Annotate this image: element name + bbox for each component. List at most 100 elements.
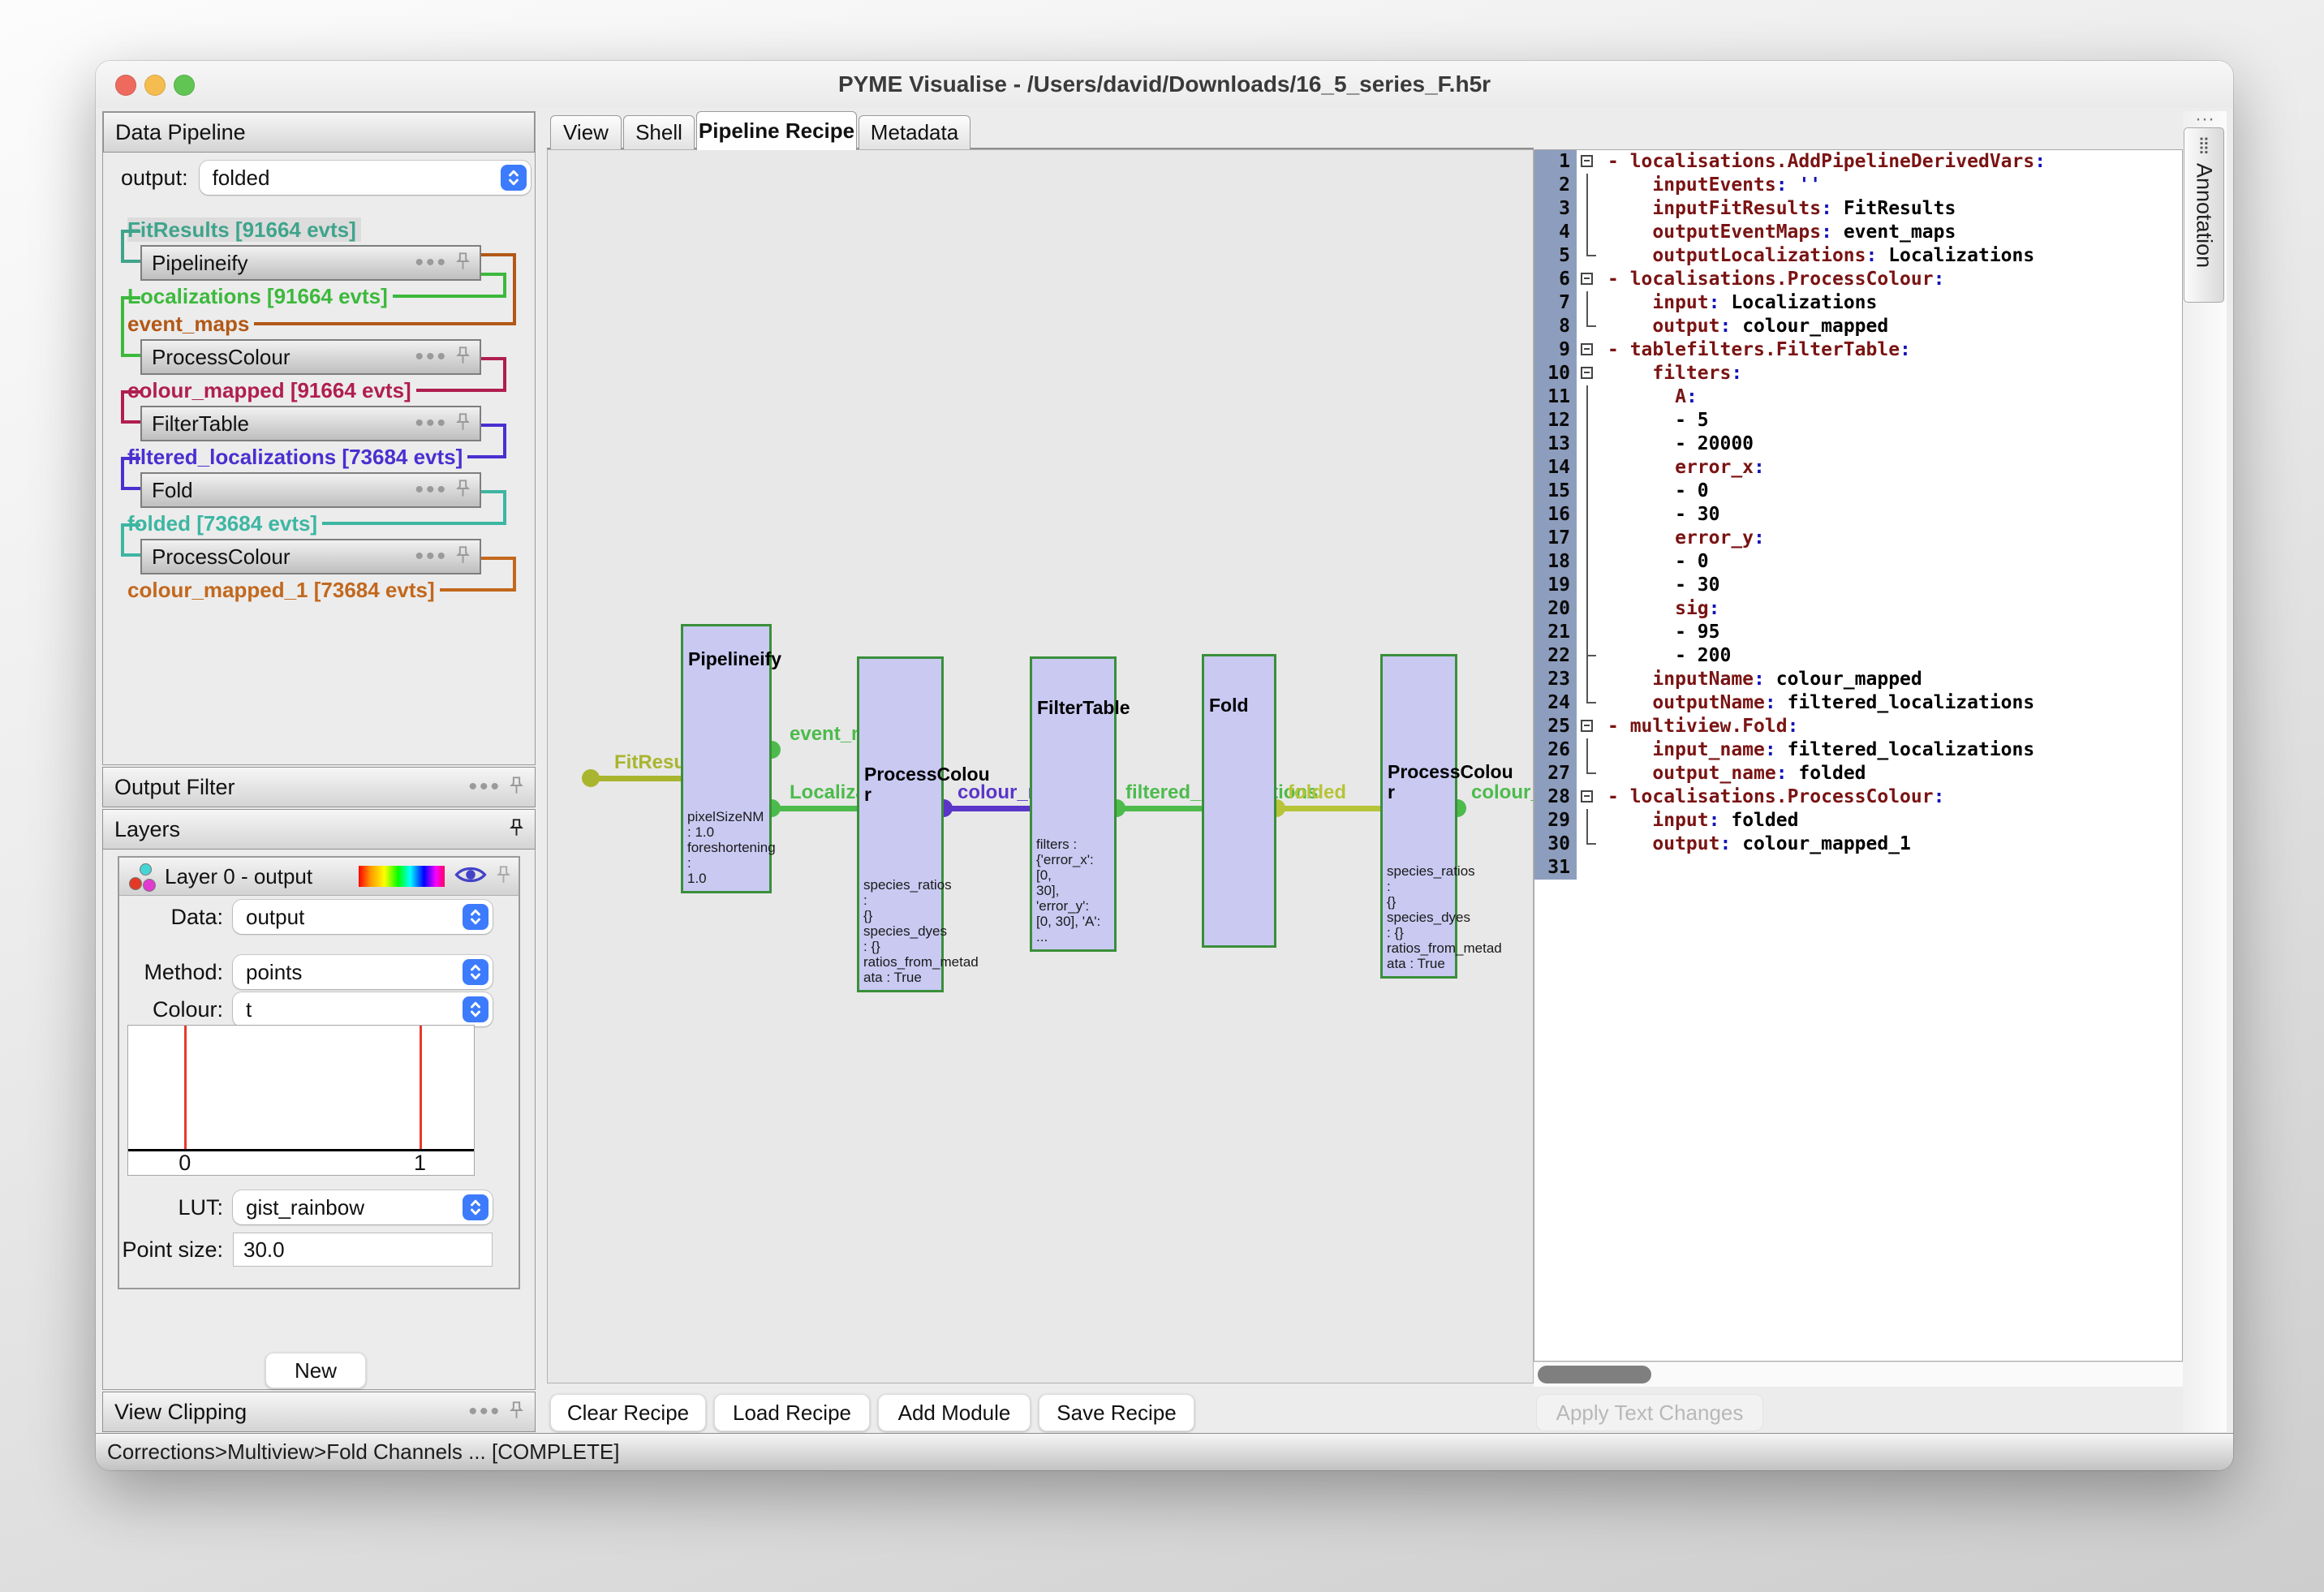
title-bar[interactable]: PYME Visualise - /Users/david/Downloads/… bbox=[96, 61, 2233, 108]
options-dots-icon[interactable]: ••• bbox=[468, 1398, 501, 1425]
graph-edge bbox=[591, 776, 681, 781]
pipeline-tree-label[interactable]: colour_mapped_1 [73684 evts] bbox=[127, 578, 435, 602]
pipeline-tree-label[interactable]: filtered_localizations [73684 evts] bbox=[127, 445, 463, 469]
apply-text-changes-label: Apply Text Changes bbox=[1556, 1400, 1744, 1425]
pipeline-module-pipelineify[interactable]: Pipelineify••• bbox=[140, 245, 481, 281]
annotation-tab-label: Annotation bbox=[2192, 163, 2217, 269]
recipe-graph-canvas[interactable]: FitResultsevent_mapsLocalizationscolour_… bbox=[547, 149, 1542, 1383]
clear-recipe-button[interactable]: Clear Recipe bbox=[550, 1394, 706, 1431]
grip-grid-icon: ⣿ bbox=[2197, 136, 2210, 154]
fold-toggle-icon[interactable] bbox=[1581, 155, 1593, 167]
module-options-icon[interactable]: ••• bbox=[415, 410, 448, 437]
minimize-window-button[interactable] bbox=[144, 75, 166, 96]
clim-handle-line[interactable] bbox=[184, 1026, 187, 1149]
pipeline-module-filtertable[interactable]: FilterTable••• bbox=[140, 406, 481, 441]
field-label: Data: bbox=[170, 904, 223, 929]
code-line: 22 - 200 bbox=[1534, 644, 2182, 668]
close-window-button[interactable] bbox=[115, 75, 136, 96]
load-recipe-button[interactable]: Load Recipe bbox=[714, 1394, 870, 1431]
output-filter-header[interactable]: Output Filter ••• bbox=[102, 767, 536, 807]
clim-handle-line[interactable] bbox=[419, 1026, 422, 1149]
recipe-node-fold[interactable]: Fold bbox=[1202, 654, 1276, 948]
lut-preview-strip[interactable] bbox=[359, 866, 445, 887]
new-layer-label: New bbox=[294, 1358, 337, 1383]
annotation-tab[interactable]: ⣿ Annotation bbox=[2184, 127, 2224, 303]
fold-margin bbox=[1577, 644, 1601, 668]
fold-margin bbox=[1577, 503, 1601, 527]
tab-shell[interactable]: Shell bbox=[623, 115, 695, 149]
pipeline-tree-label[interactable]: folded [73684 evts] bbox=[127, 511, 318, 536]
grip-dots-icon: ··· bbox=[2195, 108, 2214, 130]
module-options-icon[interactable]: ••• bbox=[415, 249, 448, 276]
pin-icon[interactable] bbox=[510, 817, 523, 842]
lut-select[interactable]: gist_rainbow bbox=[233, 1190, 493, 1224]
select-value: points bbox=[246, 959, 303, 984]
module-options-icon[interactable]: ••• bbox=[415, 476, 448, 503]
tab-view[interactable]: View bbox=[550, 115, 622, 149]
new-layer-button[interactable]: New bbox=[265, 1353, 366, 1388]
module-options-icon[interactable]: ••• bbox=[415, 543, 448, 570]
pipeline-module-processcolour[interactable]: ProcessColour••• bbox=[140, 539, 481, 574]
pin-icon[interactable] bbox=[456, 411, 470, 437]
clear-recipe-label: Clear Recipe bbox=[566, 1400, 690, 1425]
point-size-row: Point size: 30.0 bbox=[119, 1233, 494, 1267]
add-module-button[interactable]: Add Module bbox=[878, 1394, 1031, 1431]
apply-text-changes-button[interactable]: Apply Text Changes bbox=[1536, 1394, 1763, 1431]
fold-toggle-icon[interactable] bbox=[1581, 273, 1593, 285]
pin-icon[interactable] bbox=[497, 865, 510, 888]
pipeline-tree-label[interactable]: FitResults [91664 evts] bbox=[127, 217, 361, 242]
tab-metadata[interactable]: Metadata bbox=[859, 115, 970, 149]
pipeline-tree-label[interactable]: colour_mapped [91664 evts] bbox=[127, 378, 411, 402]
point-size-input[interactable]: 30.0 bbox=[233, 1233, 493, 1267]
options-dots-icon[interactable]: ••• bbox=[468, 773, 501, 800]
recipe-text-editor[interactable]: 1- localisations.AddPipelineDerivedVars:… bbox=[1534, 149, 2183, 1362]
pipeline-tree-label[interactable]: Localizations [91664 evts] bbox=[127, 284, 388, 308]
data-pipeline-header[interactable]: Data Pipeline bbox=[103, 112, 535, 153]
fold-toggle-icon[interactable] bbox=[1581, 367, 1593, 379]
pipeline-module-processcolour[interactable]: ProcessColour ••• bbox=[140, 339, 481, 375]
tab-pipeline-recipe[interactable]: Pipeline Recipe bbox=[696, 111, 857, 150]
pin-icon[interactable] bbox=[456, 478, 470, 503]
layer-row-data: Data: output bbox=[119, 900, 494, 934]
code-line: 6- localisations.ProcessColour: bbox=[1534, 268, 2182, 291]
visibility-eye-icon[interactable] bbox=[454, 864, 487, 889]
tree-connector bbox=[121, 296, 140, 357]
fold-toggle-icon[interactable] bbox=[1581, 343, 1593, 355]
view-clipping-header[interactable]: View Clipping ••• bbox=[102, 1392, 536, 1432]
editor-hscrollbar[interactable] bbox=[1534, 1362, 2183, 1387]
output-select[interactable]: folded bbox=[199, 161, 531, 195]
pin-icon[interactable] bbox=[456, 544, 470, 570]
graph-port-dot[interactable] bbox=[582, 769, 600, 787]
layer-0-header[interactable]: Layer 0 - output bbox=[119, 858, 519, 896]
status-text: Corrections>Multiview>Fold Channels ... … bbox=[107, 1439, 620, 1464]
colour-select[interactable]: t bbox=[233, 992, 493, 1026]
histogram-axis bbox=[128, 1149, 474, 1151]
code-line: 14 error_x: bbox=[1534, 456, 2182, 480]
zoom-window-button[interactable] bbox=[174, 75, 195, 96]
layers-header[interactable]: Layers bbox=[102, 809, 536, 850]
fold-toggle-icon[interactable] bbox=[1581, 720, 1593, 732]
pin-icon[interactable] bbox=[456, 345, 470, 370]
fold-toggle-icon[interactable] bbox=[1581, 790, 1593, 802]
method-select[interactable]: points bbox=[233, 955, 493, 989]
pin-icon[interactable] bbox=[510, 1400, 523, 1425]
code-line: 24 outputName: filtered_localizations bbox=[1534, 691, 2182, 715]
pipeline-module-fold[interactable]: Fold••• bbox=[140, 472, 481, 508]
module-name: ProcessColour bbox=[152, 344, 290, 369]
pin-icon[interactable] bbox=[456, 251, 470, 276]
pipeline-tree-label[interactable]: event_maps bbox=[127, 312, 250, 336]
module-options-icon[interactable]: ••• bbox=[415, 343, 448, 370]
editor-hscrollbar-thumb[interactable] bbox=[1538, 1366, 1651, 1383]
line-number: 25 bbox=[1534, 715, 1577, 738]
data-select[interactable]: output bbox=[233, 900, 493, 934]
fold-margin bbox=[1577, 550, 1601, 574]
code-line: 25- multiview.Fold: bbox=[1534, 715, 2182, 738]
app-window: PYME Visualise - /Users/david/Downloads/… bbox=[96, 61, 2233, 1470]
save-recipe-button[interactable]: Save Recipe bbox=[1039, 1394, 1194, 1431]
pin-icon[interactable] bbox=[510, 775, 523, 800]
